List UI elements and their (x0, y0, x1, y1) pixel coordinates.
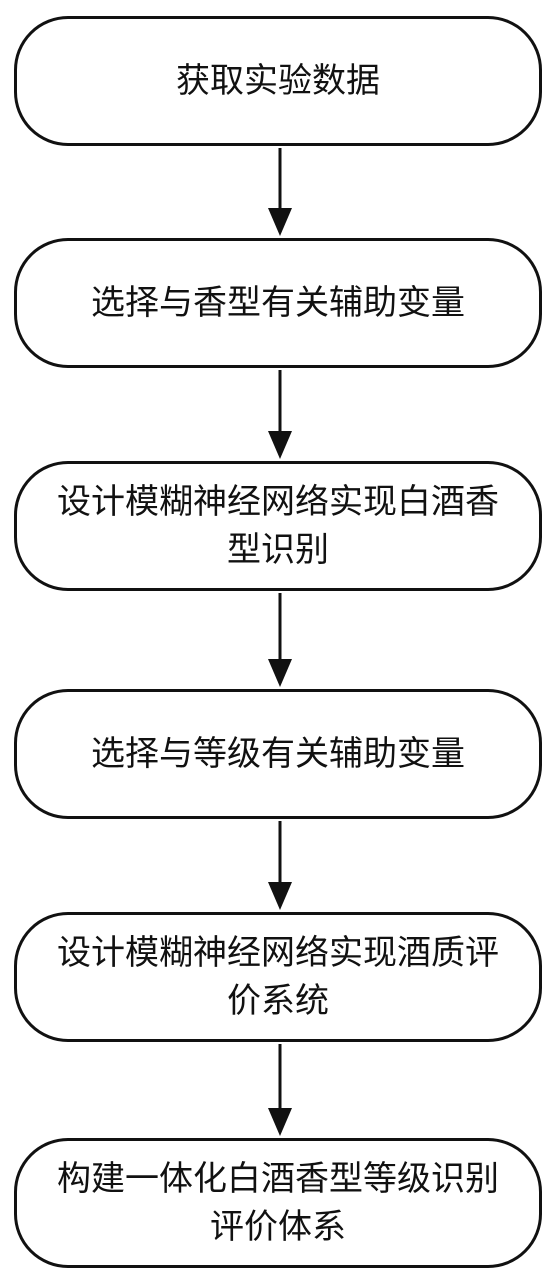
step-select-aroma-variables: 选择与香型有关辅助变量 (14, 238, 542, 368)
step-select-grade-variables: 选择与等级有关辅助变量 (14, 689, 542, 819)
step-label: 获取实验数据 (176, 61, 380, 101)
step-label: 选择与等级有关辅助变量 (91, 734, 465, 774)
arrow-3 (268, 593, 292, 687)
step-integrated-system: 构建一体化白酒香型等级识别评价体系 (14, 1138, 542, 1268)
arrow-4 (268, 821, 292, 910)
step-label: 设计模糊神经网络实现酒质评价系统 (57, 933, 499, 1021)
arrow-1 (268, 148, 292, 236)
step-quality-evaluation-network: 设计模糊神经网络实现酒质评价系统 (14, 912, 542, 1042)
step-aroma-recognition-network: 设计模糊神经网络实现白酒香型识别 (14, 461, 542, 591)
step-acquire-data: 获取实验数据 (14, 16, 542, 146)
step-label: 选择与香型有关辅助变量 (91, 283, 465, 323)
arrow-2 (268, 370, 292, 459)
arrow-5 (268, 1044, 292, 1136)
step-label: 构建一体化白酒香型等级识别评价体系 (57, 1159, 499, 1247)
step-label: 设计模糊神经网络实现白酒香型识别 (57, 482, 499, 570)
